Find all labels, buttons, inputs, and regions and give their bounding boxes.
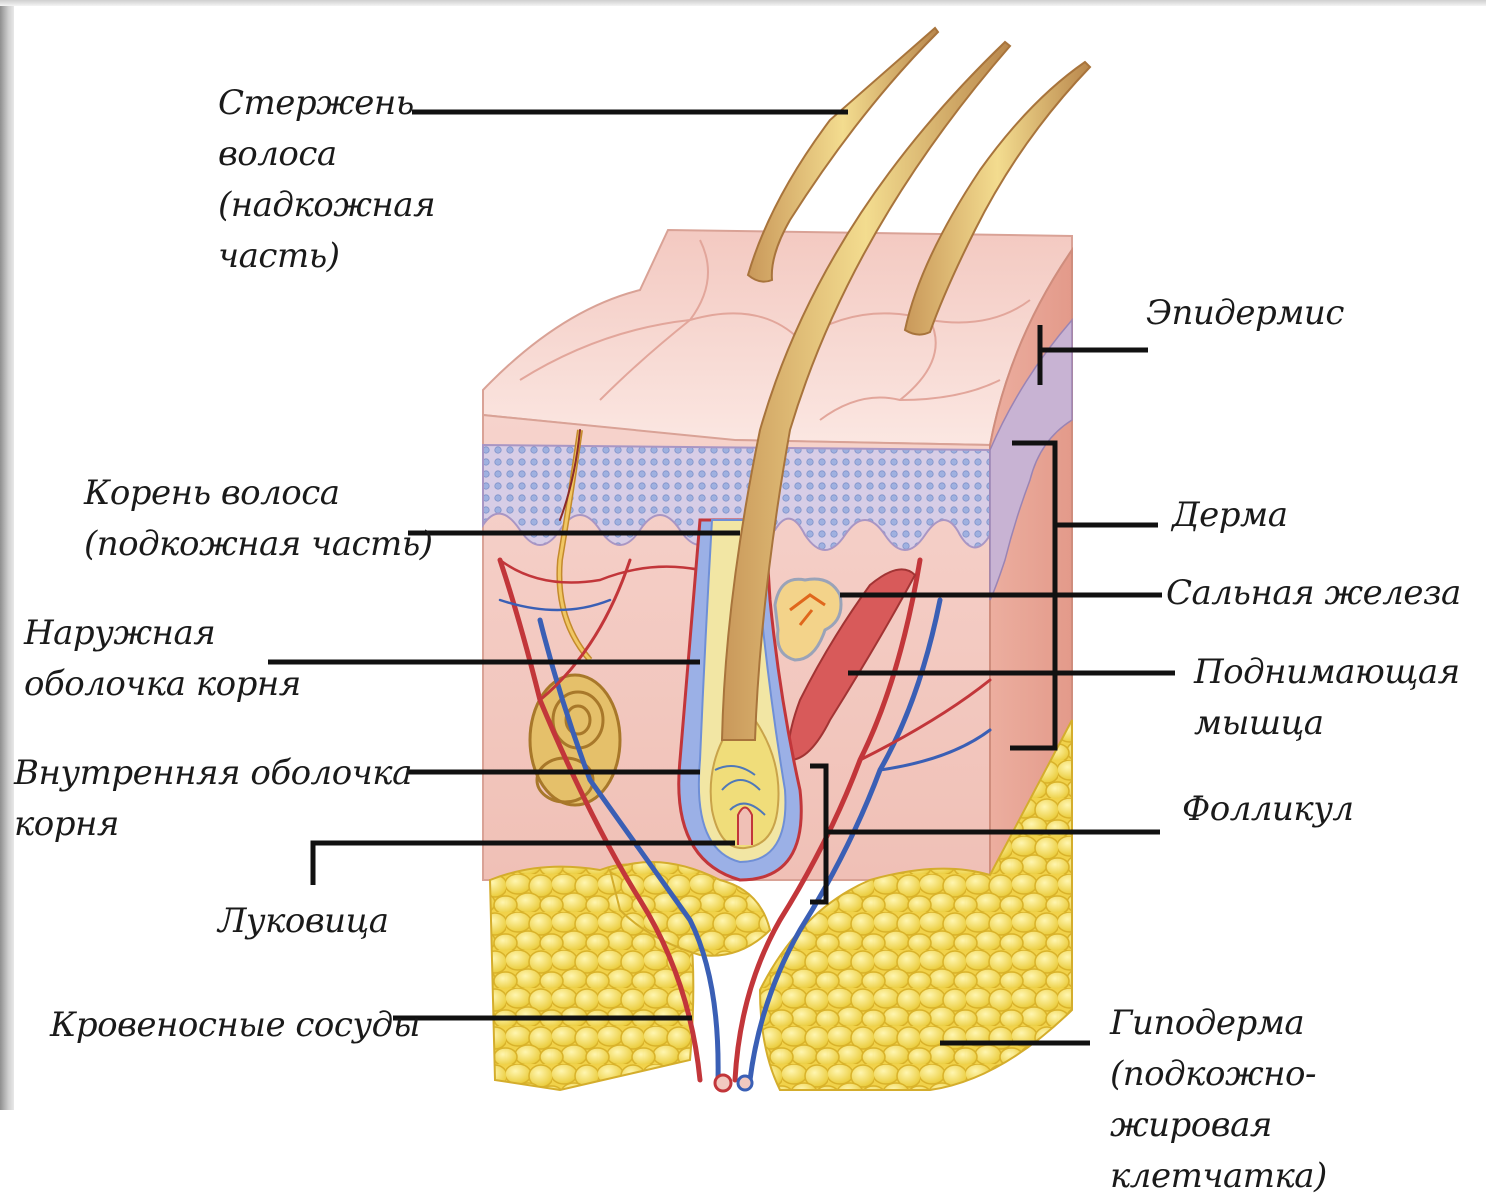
label-inner-root-sheath: Внутренняя оболочка корня bbox=[14, 748, 412, 850]
label-sebaceous-gland: Сальная железа bbox=[1166, 568, 1461, 619]
label-dermis: Дерма bbox=[1172, 490, 1288, 541]
label-arrector-muscle: Поднимающая мышца bbox=[1194, 647, 1460, 749]
label-epidermis: Эпидермис bbox=[1146, 288, 1344, 339]
label-hair-root: Корень волоса (подкожная часть) bbox=[84, 468, 433, 570]
label-outer-root-sheath: Наружная оболочка корня bbox=[24, 608, 301, 710]
label-hair-shaft: Стержень волоса (надкожная часть) bbox=[218, 78, 435, 282]
label-blood-vessels: Кровеносные сосуды bbox=[50, 1000, 420, 1051]
dermal-papilla bbox=[738, 808, 752, 846]
label-hypodermis: Гиподерма (подкожно- жировая клетчатка) bbox=[1110, 998, 1486, 1202]
label-follicle: Фолликул bbox=[1182, 784, 1354, 835]
label-bulb: Луковица bbox=[218, 896, 389, 947]
